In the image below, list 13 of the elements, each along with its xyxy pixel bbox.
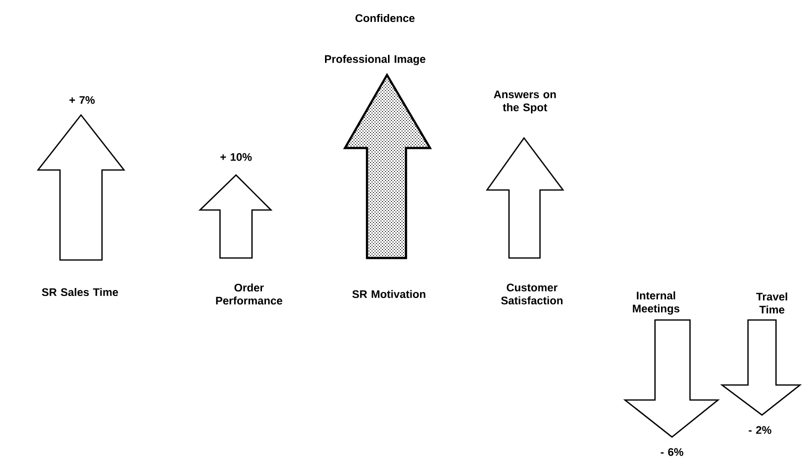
caption-label: Professional Image bbox=[325, 54, 426, 66]
percentage-label: - 6% bbox=[660, 448, 684, 456]
percentage-label: + 7% bbox=[69, 96, 95, 104]
caption-label: Confidence bbox=[356, 14, 415, 22]
category-label: SR Sales Time bbox=[42, 288, 118, 296]
category-label: Customer Satisfaction bbox=[501, 284, 562, 304]
caption-label: Answers on the Spot bbox=[494, 90, 556, 114]
category-label: Travel Time bbox=[756, 292, 788, 314]
percentage-label: - 2% bbox=[748, 426, 772, 434]
category-label: Internal Meetings bbox=[632, 291, 680, 315]
category-label: SR Motivation bbox=[352, 290, 426, 298]
percentage-label: + 10% bbox=[220, 153, 252, 161]
category-label: Order Performance bbox=[216, 283, 282, 305]
